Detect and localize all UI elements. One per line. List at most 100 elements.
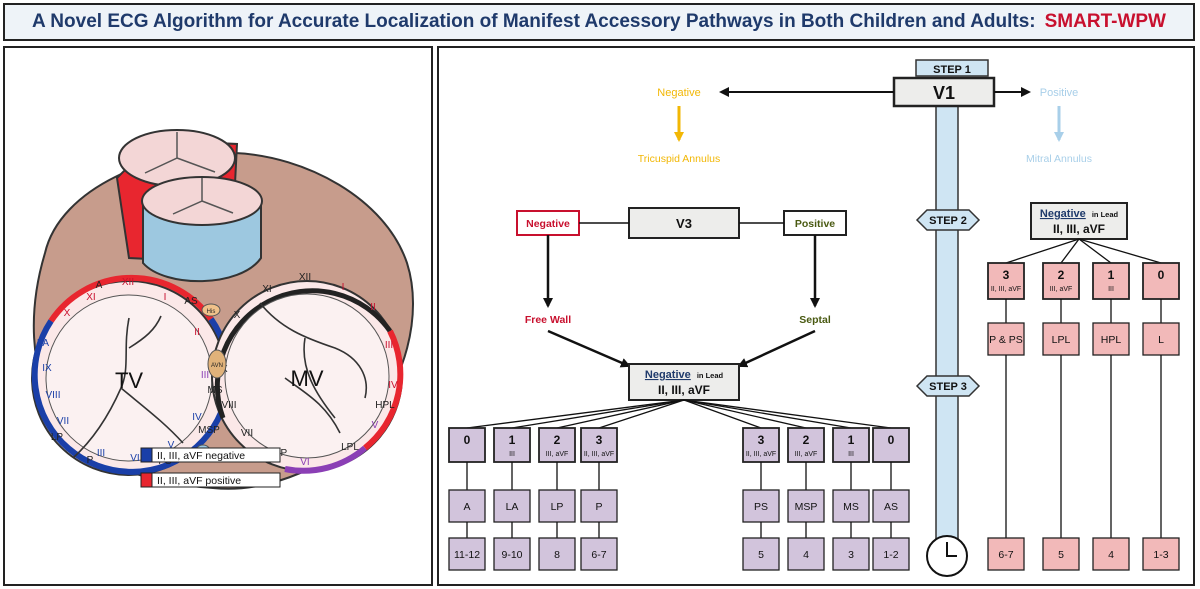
tricuspid-lead-negative: Negative [645,369,691,381]
mitral-count-box [1092,262,1130,300]
mv-ring-black [214,288,393,419]
tv-ring-label: LA [37,338,50,349]
tricuspid-count: 1 [509,433,516,447]
title-main: A Novel ECG Algorithm for Accurate Local… [32,11,1036,32]
tricuspid-region: MS [843,501,859,513]
svg-text:Negative in Lead: Negative in Lead [1040,208,1119,220]
tricuspid-lead-small: in Lead [697,371,724,380]
mitral-lead-leads: II, III, aVF [1053,222,1105,236]
step1-label: STEP 1 [933,64,971,76]
tricuspid-connector [466,399,685,429]
tricuspid-count: 2 [554,433,561,447]
tv-ring-label: XI [86,292,95,303]
tricuspid-leads: III, aVF [546,451,569,458]
mitral-region-box [1142,322,1180,356]
tricuspid-connector [511,399,685,429]
tricuspid-connector [598,399,685,429]
tv-ring-label: VII [57,416,69,427]
tricuspid-clock-box [448,537,486,571]
mv-ring-label: IV [388,380,398,391]
tricuspid-region: MSP [795,501,818,513]
legend-label-negative: II, III, aVF negative [157,450,245,462]
his-label: His [207,309,216,315]
v3-positive-box [783,210,847,236]
step2-tag [915,209,981,231]
tricuspid-clock-box [493,537,531,571]
v3-positive-label: Positive [795,218,835,230]
step3-tag [915,375,981,397]
mitral-region: HPL [1101,334,1122,346]
anatomy-panel: TV MV A XII AS XI X I IX II LA III VIII … [3,46,433,586]
mitral-connector [1078,238,1112,264]
tricuspid-leads: III [848,451,854,458]
mv-ring-label: VII [241,428,253,439]
tricuspid-lead-box [628,363,740,401]
mitral-clock: 5 [1058,549,1064,561]
tv-ring-label: LP [51,432,64,443]
tricuspid-clock: 11-12 [454,549,480,561]
mv-ring-label: III [385,340,393,351]
tricuspid-clock: 3 [848,549,854,561]
tv-ring-label: IV [192,412,202,423]
mitral-lead-box [1030,202,1128,240]
mv-ring-label: VIII [221,400,236,411]
tricuspid-count-box [493,427,531,463]
tricuspid-count: 3 [758,433,765,447]
mitral-clock-box [1142,537,1180,571]
tricuspid-connector [683,399,807,429]
timeline-column [935,104,959,546]
tricuspid-region: A [463,501,470,513]
tv-ring-label: MS [208,385,223,396]
mitral-clock-box [1092,537,1130,571]
tricuspid-count: 0 [464,433,471,447]
mv-ring-label: VI [300,457,309,468]
tv-ring-label: III [201,370,209,381]
tv-ring-label: A [96,280,103,291]
tv-ring-label: VI [130,453,139,464]
tv-ring-label: P [87,455,94,466]
heart-illustration: TV MV A XII AS XI X I IX II LA III VIII … [31,129,414,490]
tricuspid-leads: III [509,451,515,458]
mv-ring-label: XII [299,272,311,283]
tricuspid-count-box [872,427,910,463]
mitral-count: 2 [1058,268,1065,282]
algorithm-panel: STEP 1 V1 Negative Positive Tricuspid An… [437,46,1195,586]
mitral-lead-negative: Negative [1040,208,1086,220]
tricuspid-count: 2 [803,433,810,447]
mv-ring-label: HPL [375,400,395,411]
tricuspid-region: LA [506,501,519,513]
tricuspid-clock: 6-7 [591,549,606,561]
tricuspid-count-box [538,427,576,463]
tv-ring-positive [48,274,214,323]
tricuspid-connector [683,399,892,429]
mv-ring-red [363,329,404,451]
mitral-lead-small: in Lead [1092,210,1119,219]
legend-swatch-negative [140,447,153,463]
mitral-connector [1060,238,1080,264]
step1-tag [915,59,989,77]
mitral-region: L [1158,334,1164,346]
septal-label: Septal [799,314,831,326]
tv-ring-label: II [194,327,200,338]
tricuspid-region-box [448,489,486,523]
mv-ring-label: LPL [341,442,359,453]
mitral-region-box [1092,322,1130,356]
tricuspid-region-box [787,489,825,523]
tricuspid-leads: II, III, aVF [746,451,776,458]
tv-ring-label: AS [184,296,198,307]
mv-ring-label: XI [262,284,271,295]
algorithm-flowchart: STEP 1 V1 Negative Positive Tricuspid An… [448,59,1180,577]
tv-ring-label: IX [42,363,52,374]
mitral-leads: III, aVF [1050,286,1073,293]
mitral-count-box [1142,262,1180,300]
tv-ring-label: VIII [45,390,60,401]
tricuspid-clock-box [872,537,910,571]
tricuspid-clock-box [580,537,618,571]
tricuspid-count-box [448,427,486,463]
step2-label: STEP 2 [929,215,967,227]
tricuspid-region-box [538,489,576,523]
mitral-connector [1005,238,1080,264]
tricuspid-lead-leads: II, III, aVF [658,383,710,397]
tricuspid-clock-box [787,537,825,571]
tricuspid-clock: 1-2 [883,549,898,561]
